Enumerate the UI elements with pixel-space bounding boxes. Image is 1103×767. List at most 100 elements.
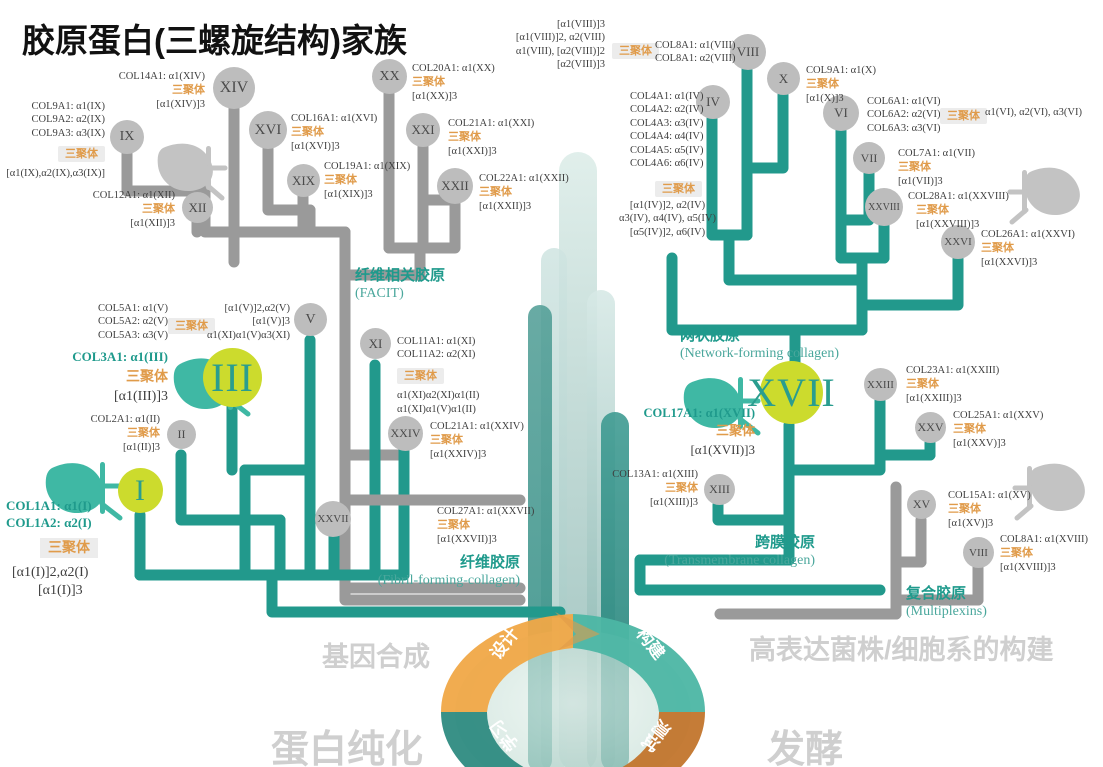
composition: [α1(XXVII)]3 [437,533,497,545]
node-label: XXV [917,420,944,434]
entry-col4-genes: COL4A1: α1(IV) COL4A2: α2(IV) COL4A3: α3… [630,90,703,171]
entry-col23: COL23A1: α1(XXIII) 三聚体 [α1(XXIII)]3 [906,364,999,405]
node-XV[interactable]: XV [907,490,936,519]
node-XVIII[interactable]: VIII [963,537,994,568]
node-XII[interactable]: XII [182,192,213,223]
composition: [α5(IV)]2, α6(IV) [629,226,706,238]
group-name-en: (Transmembrane collagen) [664,553,815,568]
watermark-gene-synthesis: 基因合成 [322,642,430,672]
node-XXVI[interactable]: XXVI [941,225,975,259]
group-caption-transmembrane: 跨膜胶原 (Transmembrane collagen) [640,531,815,569]
node-XVII[interactable]: XVII [747,361,835,424]
node-IV[interactable]: IV [696,85,730,119]
node-XXVII[interactable]: XXVII [315,501,351,537]
node-label: XIII [709,482,730,496]
group-name-en: (FACIT) [355,286,404,301]
trimer-badge: 三聚体 [430,434,463,447]
node-XXI[interactable]: XXI [406,113,440,147]
composition: [α1(VIII)]3 [556,19,605,30]
group-name-cn: 跨膜胶原 [754,534,815,551]
entry-col3: COL3A1: α1(III) 三聚体 [α1(III)]3 [0,349,168,405]
node-XIX[interactable]: XIX [287,164,320,197]
node-XIV[interactable]: XIV [213,67,255,109]
node-label: XIX [291,172,316,188]
gene-name: COL21A1: α1(XXI) [448,118,535,129]
composition: [α1(XIX)]3 [324,188,373,200]
entry-col17: COL17A1: α1(XVII) 三聚体 [α1(XVII)]3 [625,405,756,458]
node-X[interactable]: X [767,62,800,95]
trimer-badge: 三聚体 [58,146,105,163]
node-XI[interactable]: XI [360,328,391,359]
entry-col5-composition: [α1(V)]2,α2(V) [α1(V)]3 α1(XI)α1(V)α3(XI… [175,302,290,342]
node-label: XX [379,68,400,84]
node-II[interactable]: II [167,420,196,449]
composition: [α1(I)]3 [38,582,83,598]
gene-name: COL2A1: α1(II) [90,414,160,425]
group-caption-fibril: 纤维胶原 (Fibril-forming-collagen) [330,551,520,589]
gene-name: COL20A1: α1(XX) [412,63,495,74]
gene-name: COL9A2: α2(IX) [31,114,105,126]
trimer-badge: 三聚体 [665,482,698,495]
gene-name: COL1A2: α2(I) [6,514,92,530]
node-label: III [211,355,254,400]
trimer-badge: 三聚体 [479,186,512,199]
entry-col22: COL22A1: α1(XXII) 三聚体 [α1(XXII)]3 [479,172,569,213]
composition: α1(VIII), [α2(VIII)]2 [515,45,605,57]
gene-name: COL8A1: α2(VIII) [655,53,736,65]
node-label: XXVII [317,513,349,525]
gene-name: COL11A1: α1(XI) [397,336,476,347]
node-label: IX [119,129,135,144]
node-XVI[interactable]: XVI [249,111,287,149]
trimer-badge: 三聚体 [437,519,470,532]
node-XX[interactable]: XX [372,59,407,94]
node-VII[interactable]: VII [853,142,885,174]
gene-name: COL23A1: α1(XXIII) [906,365,1000,376]
gene-name: COL5A3: α3(V) [98,329,168,341]
watermark-protein-purification: 蛋白纯化 [271,729,424,767]
node-XXIV[interactable]: XXIV [388,416,423,451]
node-XXIII[interactable]: XXIII [864,368,897,401]
gene-name: COL4A6: α6(IV) [630,158,704,170]
gene-name: COL4A4: α4(IV) [630,131,704,143]
trimer-badge: 三聚体 [953,423,986,436]
gene-name: COL14A1: α1(XIV) [118,71,205,82]
node-label: XI [368,335,383,351]
node-label: VII [860,150,878,165]
entry-col16: COL16A1: α1(XVI) 三聚体 [α1(XVI)]3 [291,112,377,153]
entry-col5-genes: COL5A1: α1(V) COL5A2: α2(V) COL5A3: α3(V… [98,302,168,342]
node-III[interactable]: III [203,348,262,407]
gene-name: COL4A2: α2(IV) [630,104,704,116]
leaf-icon-teal-xvii [683,377,761,436]
gene-name: COL11A2: α2(XI) [397,349,476,361]
composition: [α1(IX),α2(IX),α3(IX)] [6,167,105,179]
entry-col8-composition: [α1(VIII)]3 [α1(VIII)]2, α2(VIII) α1(VII… [495,18,605,72]
node-V[interactable]: V [294,303,327,336]
node-I[interactable]: I [118,468,163,513]
node-XXV[interactable]: XXV [915,412,946,443]
node-IX[interactable]: IX [110,120,144,154]
node-XIII[interactable]: XIII [704,474,735,505]
entry-col4-composition: [α1(IV)]2, α2(IV) α3(IV), α4(IV), α5(IV)… [605,199,730,239]
node-XXII[interactable]: XXII [437,168,473,204]
entry-col24: COL21A1: α1(XXIV) 三聚体 [α1(XXIV)]3 [430,420,524,461]
gene-name: COL15A1: α1(XV) [948,490,1031,501]
node-VI[interactable]: VI [823,95,859,131]
node-XXVIII[interactable]: XXVIII [865,188,903,226]
composition: [α1(III)]3 [114,388,168,404]
group-name-cn: 纤维胶原 [459,554,520,571]
cycle-segment-design [440,614,573,712]
entry-col20: COL20A1: α1(XX) 三聚体 [α1(XX)]3 [412,62,495,103]
entry-col5-trimer: 三聚体 [168,315,215,335]
node-VIII[interactable]: VIII [730,34,766,70]
leaf-icon-teal-i [45,462,123,521]
trimer-badge: 三聚体 [940,108,987,125]
trimer-badge: 三聚体 [448,131,481,144]
node-label: XII [188,199,207,215]
composition: [α1(XVIII)]3 [1000,561,1056,573]
gene-name: COL1A1: α1(I) [6,498,92,513]
gene-name: COL26A1: α1(XXVI) [981,229,1075,240]
gene-name: COL7A1: α1(VII) [898,148,975,159]
